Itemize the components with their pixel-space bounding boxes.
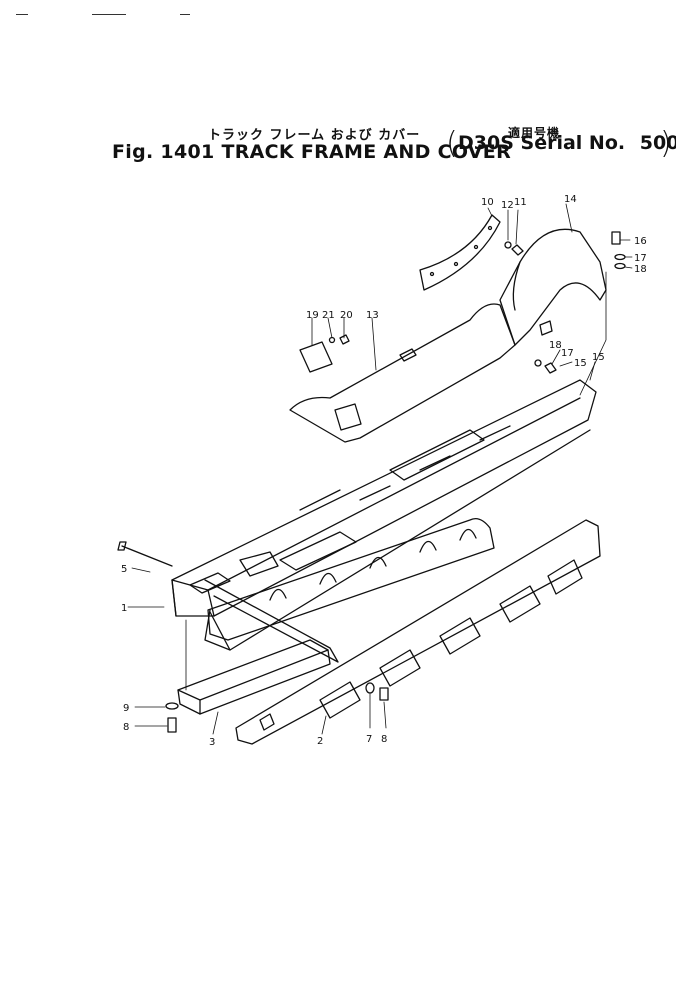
part-2-lower-frame <box>235 519 601 745</box>
callout-16: 16 <box>634 236 647 247</box>
callout-20: 20 <box>340 310 353 321</box>
serial-info: D30S Serial No. 5004~ <box>458 132 676 154</box>
callout-18-top: 18 <box>634 264 647 275</box>
callout-8-left: 8 <box>123 722 129 733</box>
callout-3: 3 <box>209 737 215 748</box>
left-paren: ( <box>446 126 458 161</box>
callout-2: 2 <box>317 736 323 747</box>
part-5-long-bolt <box>117 541 173 567</box>
callout-15-right: 15 <box>574 358 587 369</box>
callout-14: 14 <box>564 194 577 205</box>
japanese-title: トラック フレーム および カバー <box>208 128 421 143</box>
callout-1: 1 <box>121 603 127 614</box>
figure-header: トラック フレーム および カバー Fig. 1401 TRACK FRAME … <box>0 0 676 175</box>
bolt-group-17-18-mid <box>534 359 557 374</box>
callout-12: 12 <box>501 200 514 211</box>
bolt-group-9-8-left <box>165 702 179 733</box>
callout-11: 11 <box>514 197 527 208</box>
serial-range: 5004~ <box>639 132 676 154</box>
callout-7: 7 <box>366 734 372 745</box>
part-3-lower-rail <box>177 639 331 715</box>
right-paren: ) <box>660 126 672 161</box>
model-name: D30S <box>458 132 514 154</box>
figure-title: Fig. 1401 TRACK FRAME AND COVER <box>112 141 511 163</box>
bolt-group-16-17-18 <box>611 231 626 270</box>
part-13-track-cover <box>289 303 516 443</box>
part-3-roller-guard <box>207 517 495 641</box>
callout-9: 9 <box>123 703 129 714</box>
part-10-curved-plate <box>419 214 501 291</box>
callout-17-top: 17 <box>634 253 647 264</box>
callout-labels: 10 12 11 14 16 17 18 19 21 20 13 18 17 1… <box>121 194 647 748</box>
corner-mark-1 <box>16 14 28 15</box>
cross-shaft <box>204 579 339 663</box>
figure-name: TRACK FRAME AND COVER <box>221 141 512 163</box>
callout-10: 10 <box>481 197 494 208</box>
part-11-bolt <box>504 241 524 256</box>
callout-17-mid: 17 <box>561 348 574 359</box>
leader-lines <box>127 203 633 735</box>
callout-8-right: 8 <box>381 734 387 745</box>
callout-19: 19 <box>306 310 319 321</box>
figure-number: Fig. 1401 <box>112 141 215 163</box>
serial-japanese-label: 適用号機 <box>508 126 561 140</box>
bolt-group-7-8 <box>365 682 389 701</box>
corner-mark-3 <box>180 14 190 15</box>
part-1-track-frame <box>171 379 597 651</box>
callout-13: 13 <box>366 310 379 321</box>
part-14-fender-cover <box>499 228 607 346</box>
serial-label: Serial No. <box>520 132 626 154</box>
corner-mark-2 <box>92 14 126 15</box>
callout-5: 5 <box>121 564 127 575</box>
bracket-19-21-20 <box>328 334 350 345</box>
callout-18-mid: 18 <box>549 340 562 351</box>
callout-21: 21 <box>322 310 335 321</box>
callout-15-far: 15 <box>592 352 605 363</box>
